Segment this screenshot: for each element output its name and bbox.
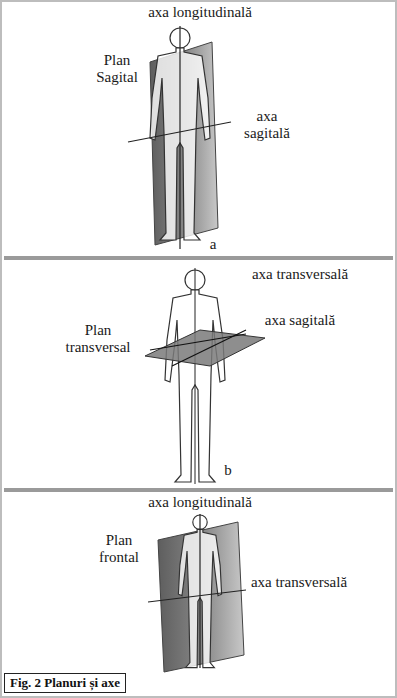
- panel-letter: a: [205, 236, 221, 253]
- panel-letter: b: [220, 462, 236, 479]
- sagittal-axis: [128, 122, 231, 142]
- axis-label: axa longitudinală: [120, 4, 280, 21]
- transverse-figure: [145, 268, 265, 484]
- frontal-figure: [148, 514, 246, 672]
- axis-label: axa sagitală: [250, 312, 350, 329]
- longitudinal-axis: [199, 514, 200, 668]
- divider: [4, 488, 393, 492]
- axis-label: axa sagitală: [234, 108, 300, 143]
- frontal-plane: [158, 522, 244, 672]
- plane-label: Plan Sagital: [86, 52, 148, 87]
- divider: [4, 256, 393, 260]
- transverse-plane: [145, 330, 265, 366]
- axis-label: axa transversală: [249, 574, 349, 591]
- sagittal-axis: [172, 330, 246, 366]
- sagittal-plane: [150, 42, 218, 245]
- plane-label: Plan transversal: [55, 322, 141, 357]
- longitudinal-axis: [179, 26, 180, 249]
- axis-label: axa transversală: [250, 266, 350, 283]
- plane-label: Plan frontal: [86, 532, 152, 567]
- transverse-axis: [148, 590, 246, 602]
- figure-caption: Fig. 2 Planuri și axe: [4, 673, 126, 693]
- axis-label: axa longitudinală: [120, 494, 280, 511]
- sagittal-figure: [128, 26, 231, 249]
- longitudinal-axis: [195, 268, 196, 484]
